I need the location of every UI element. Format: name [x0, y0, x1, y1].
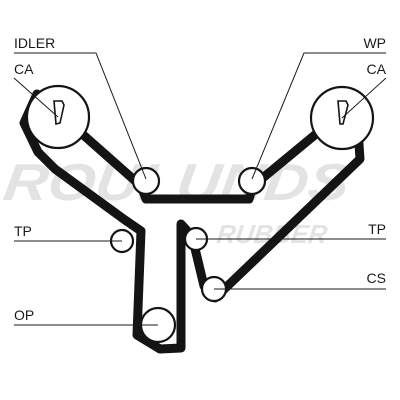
- tp-right-label: TP: [368, 221, 386, 237]
- idler-label: IDLER: [14, 35, 55, 51]
- ca-right-label: CA: [367, 61, 387, 77]
- idler-pulley: [131, 166, 161, 196]
- cs-label: CS: [367, 270, 386, 286]
- tp-left-label: TP: [14, 223, 32, 239]
- ca-left-label: CA: [14, 61, 34, 77]
- water-pump-pulley: [237, 166, 267, 196]
- timing-belt: [19, 89, 365, 354]
- ca-right-leader-line: [341, 77, 387, 119]
- ca-left-leader-line: [13, 77, 59, 118]
- idler-leader-line: [14, 52, 147, 180]
- wp-label: WP: [363, 35, 386, 51]
- wp-leader-line: [251, 52, 386, 180]
- op-label: OP: [14, 307, 34, 323]
